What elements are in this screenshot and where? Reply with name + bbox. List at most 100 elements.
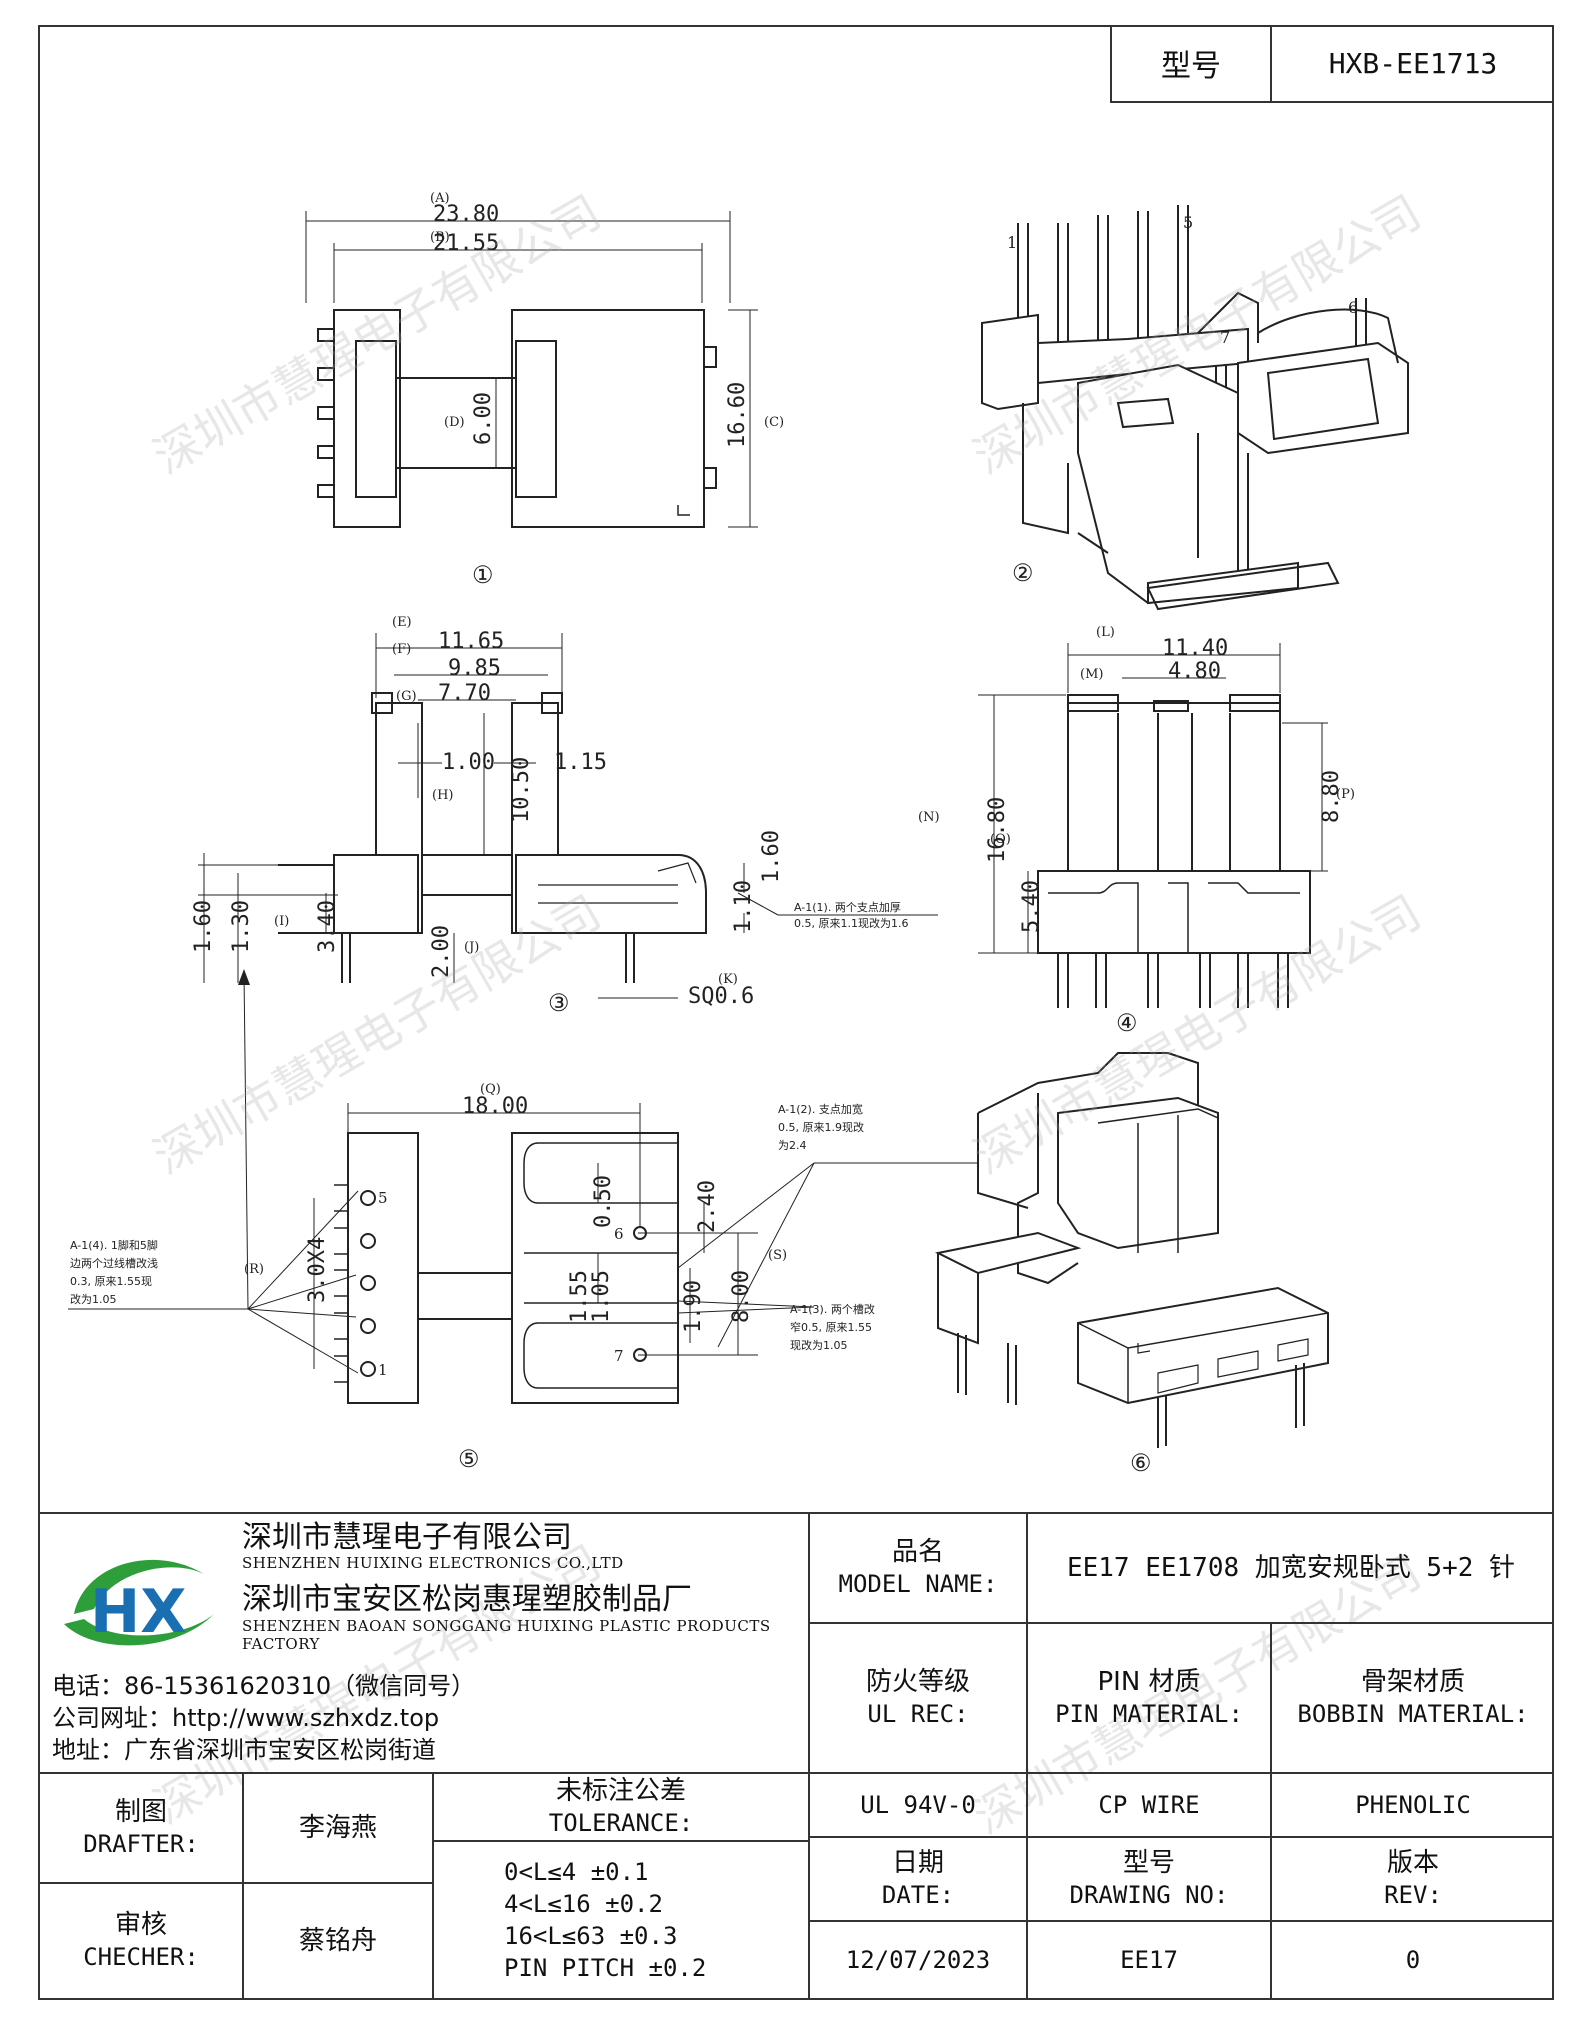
dim-105: 1.05: [589, 1270, 614, 1323]
view-6-number: ⑥: [1130, 1449, 1152, 1477]
view-3-side: 11.65 9.85 7.70 1.00 1.15 10.50 1.60 1.3…: [191, 615, 938, 1017]
tolerance-line-2: 4<L≤16 ±0.2: [504, 1890, 663, 1918]
tolerance-en: TOLERANCE:: [548, 1809, 694, 1837]
view-2-isometric: 1 5 6 7 ②: [981, 205, 1409, 611]
dim-110: 1.10: [731, 880, 756, 933]
view-6-isometric: ⑥: [934, 1052, 1329, 1477]
date-value: 12/07/2023: [845, 1946, 991, 1974]
tag-k: (K): [718, 972, 738, 987]
pin-material-label: PIN 材质 PIN MATERIAL:: [1028, 1624, 1270, 1772]
titleblock-vline-c: [1270, 1622, 1272, 2000]
tag-i: (I): [274, 914, 289, 929]
dim-b: 21.55: [433, 231, 499, 256]
rev-value: 0: [1405, 1946, 1421, 1974]
titleblock-hline-2: [38, 1772, 1554, 1774]
tag-l: (L): [1096, 625, 1115, 640]
tag-d: (D): [444, 415, 465, 430]
tolerance-line-4: PIN PITCH ±0.2: [504, 1954, 707, 1982]
ul-value: UL 94V-0: [860, 1791, 976, 1819]
dim-190: 1.90: [681, 1280, 706, 1333]
dim-q: 18.00: [462, 1094, 528, 1119]
note-a1-line2: 0.5, 原来1.1现改为1.6: [794, 916, 908, 930]
note-a2-line3: 为2.4: [778, 1139, 807, 1152]
company-phone: 电话：86-15361620310（微信同号）: [52, 1672, 476, 1700]
rev-en: REV:: [1384, 1881, 1442, 1909]
company-name-en: SHENZHEN HUIXING ELECTRONICS CO.,LTD: [242, 1554, 624, 1572]
tag-g: (G): [396, 689, 417, 704]
titleblock-hline-4: [808, 1920, 1554, 1922]
checker-cn: 审核: [114, 1910, 167, 1940]
dim-sq: SQ0.6: [688, 984, 754, 1009]
tag-o: (O): [990, 832, 1011, 847]
drawing-no-en: DRAWING NO:: [1069, 1881, 1229, 1909]
dim-s: 8.00: [729, 1270, 754, 1323]
dim-240: 2.40: [695, 1180, 720, 1233]
view-4-front: 11.40 4.80 16.80 8.80 5.40 ④ (L) (M) (N)…: [918, 625, 1355, 1037]
drafter-en: DRAFTER:: [83, 1830, 199, 1858]
model-header: 型号 HXB-EE1713: [1110, 25, 1554, 103]
view-2-number: ②: [1012, 559, 1034, 587]
rev-label: 版本 REV:: [1272, 1838, 1554, 1920]
tolerance-line-3: 16<L≤63 ±0.3: [504, 1922, 678, 1950]
note-a4-line2: 边两个过线槽改浅: [70, 1256, 158, 1270]
bobbin-material-en: BOBBIN MATERIAL:: [1297, 1700, 1529, 1728]
dim-155: 1.55: [567, 1270, 592, 1323]
view-4-number: ④: [1116, 1009, 1138, 1037]
company-logo: HX: [64, 1559, 214, 1647]
dim-340: 3.40: [315, 900, 340, 953]
pin-material-cn: PIN 材质: [1097, 1667, 1201, 1697]
tag-q: (Q): [480, 1082, 501, 1097]
note-a2-line2: 0.5, 原来1.9现改: [778, 1120, 864, 1134]
iso-pin-6: 6: [1348, 298, 1358, 317]
dim-m: 4.80: [1168, 659, 1221, 684]
drawing-no-value: EE17: [1120, 1946, 1178, 1974]
ul-cn: 防火等级: [865, 1667, 970, 1697]
view-3-number: ③: [548, 989, 570, 1017]
company-name-cn: 深圳市慧瑆电子有限公司: [242, 1520, 572, 1555]
tag-n: (N): [918, 810, 940, 825]
dim-f: 9.85: [448, 656, 501, 681]
date-cn: 日期: [891, 1848, 944, 1878]
tag-a: (A): [430, 191, 450, 206]
dim-100: 1.00: [442, 750, 495, 775]
rev-cn: 版本: [1386, 1848, 1439, 1878]
pin-label-1: 1: [378, 1361, 388, 1379]
tag-j: (J): [464, 940, 479, 955]
view-1-number: ①: [472, 561, 494, 589]
company-website: 公司网址：http://www.szhxdz.top: [52, 1704, 440, 1732]
logo-letters: HX: [90, 1577, 186, 1647]
tag-p: (P): [1336, 787, 1355, 802]
note-a3-line2: 窄0.5, 原来1.55: [790, 1320, 872, 1334]
factory-name-cn: 深圳市宝安区松岗惠瑆塑胶制品厂: [242, 1582, 692, 1617]
dim-050: 0.50: [591, 1175, 616, 1228]
company-address: 地址：广东省深圳市宝安区松岗街道: [52, 1736, 436, 1764]
tolerance-label: 未标注公差 TOLERANCE:: [434, 1774, 808, 1840]
dim-h: 10.50: [509, 757, 534, 823]
date-en: DATE:: [881, 1881, 955, 1909]
drawing-frame: [38, 25, 1554, 2000]
bobbin-material-value: PHENOLIC: [1355, 1791, 1471, 1819]
drafter-label: 制图 DRAFTER:: [40, 1774, 242, 1882]
iso-pin-5: 5: [1183, 213, 1193, 232]
dim-l: 11.40: [1162, 636, 1228, 661]
drawing-no-cn: 型号: [1122, 1848, 1175, 1878]
model-label: 型号: [1112, 25, 1272, 101]
note-a4-line4: 改为1.05: [70, 1292, 117, 1306]
drawing-no-label: 型号 DRAWING NO:: [1028, 1838, 1270, 1920]
checker-en: CHECHER:: [83, 1943, 199, 1971]
note-a2-line1: A-1(2). 支点加宽: [778, 1102, 863, 1116]
titleblock-vline-a: [808, 1512, 810, 2000]
dim-d: 6.00: [471, 392, 496, 445]
tolerance-line-1: 0<L≤4 ±0.1: [504, 1858, 649, 1886]
model-name-label: 品名 MODEL NAME:: [810, 1514, 1026, 1622]
model-value: HXB-EE1713: [1328, 46, 1498, 80]
note-a3-line3: 现改为1.05: [790, 1338, 848, 1352]
dim-a: 23.80: [433, 202, 499, 227]
titleblock-hline-5: [38, 1882, 432, 1884]
dim-c: 16.60: [725, 382, 750, 448]
dim-r: 3.0X4: [305, 1237, 330, 1303]
factory-name-en: SHENZHEN BAOAN SONGGANG HUIXING PLASTIC …: [242, 1617, 771, 1653]
dim-130: 1.30: [229, 900, 254, 953]
bobbin-material-cn: 骨架材质: [1360, 1667, 1465, 1697]
iso-pin-7: 7: [1220, 328, 1230, 347]
